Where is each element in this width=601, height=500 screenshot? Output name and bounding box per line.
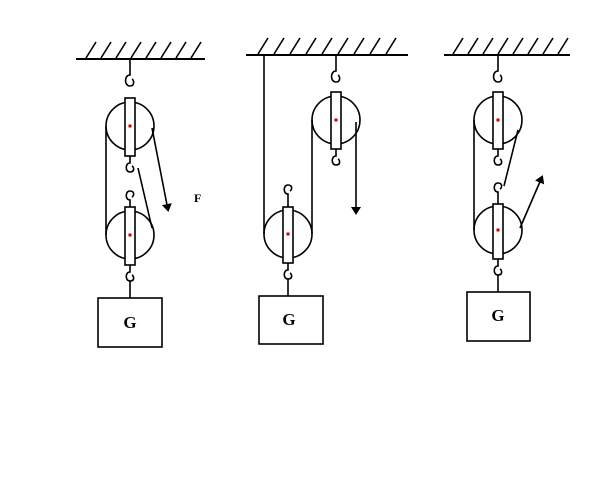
pulley-axle	[496, 118, 500, 122]
ceiling	[444, 37, 570, 56]
pulley-setup-2	[246, 37, 408, 345]
weight-label: G	[491, 306, 504, 325]
pulley-axle	[128, 124, 132, 128]
movable-pulley	[473, 203, 523, 260]
pulley-setup-3	[444, 37, 570, 342]
fixed-pulley	[311, 91, 361, 150]
weight-block	[97, 297, 163, 348]
ceiling	[246, 37, 408, 56]
rope	[503, 129, 519, 187]
hook	[493, 259, 503, 276]
hook	[125, 156, 135, 173]
hook	[283, 184, 293, 207]
movable-pulley	[105, 206, 155, 266]
hook	[283, 263, 293, 280]
hook	[124, 60, 135, 87]
hook	[330, 56, 341, 83]
hook	[331, 149, 341, 166]
pulley-axle	[334, 118, 338, 122]
pulley-setup-1	[76, 41, 205, 348]
movable-pulley	[263, 206, 313, 264]
weight-label: G	[123, 313, 136, 332]
hook	[492, 56, 503, 83]
hook	[125, 190, 135, 215]
weight-block	[258, 295, 324, 345]
hook	[493, 182, 503, 205]
fixed-pulley	[105, 97, 155, 157]
pulley-axle	[286, 232, 290, 236]
pull-rope	[519, 175, 545, 229]
hook	[125, 265, 135, 282]
pulley-axle	[496, 228, 500, 232]
pull-rope	[151, 127, 172, 212]
weight-label: G	[282, 310, 295, 329]
weight-block	[466, 291, 531, 342]
ceiling	[76, 41, 205, 60]
hook	[493, 149, 503, 166]
rope	[137, 167, 153, 229]
pulley-axle	[128, 233, 132, 237]
force-label: F	[194, 191, 201, 205]
